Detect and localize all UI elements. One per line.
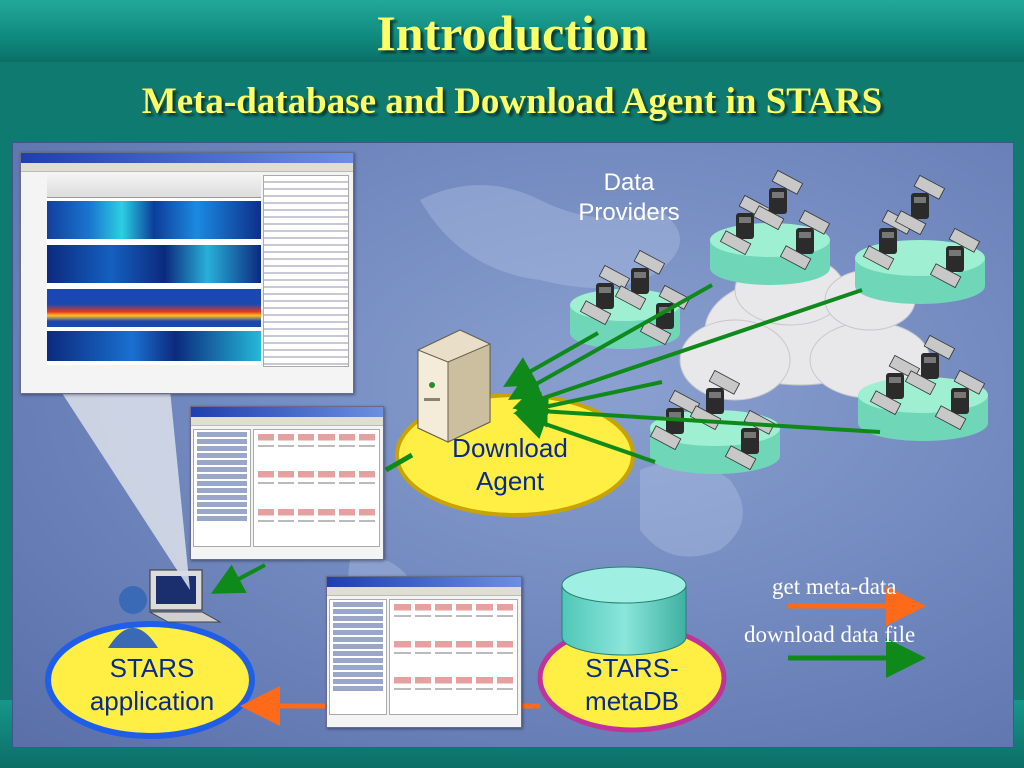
legend-get-meta-data: get meta-data <box>772 574 897 599</box>
database-cylinder-icon <box>561 566 687 656</box>
slide-subtitle: Meta-database and Download Agent in STAR… <box>141 81 883 122</box>
legend-download-data-file: download data file <box>744 622 916 647</box>
plot-window-screenshot <box>20 152 354 394</box>
project-window-screenshot-1 <box>190 406 384 560</box>
plot-side-checklist <box>263 175 349 367</box>
stars-application-label: STARS application <box>89 653 215 716</box>
spectrogram-panels <box>47 175 261 365</box>
download-agent-label: Download Agent <box>452 433 568 496</box>
stars-metadb-label: STARS- metaDB <box>585 653 679 716</box>
project-window-screenshot-2 <box>326 576 522 728</box>
top-band <box>0 0 1024 62</box>
download-arrows <box>210 283 881 594</box>
server-icon <box>417 329 491 443</box>
callout-pointer <box>60 390 190 590</box>
slide-title: Introduction <box>376 5 648 61</box>
stars-application-ellipse <box>45 621 255 739</box>
data-providers-label: Data Providers <box>578 169 680 226</box>
user-computer-icon <box>108 569 222 648</box>
